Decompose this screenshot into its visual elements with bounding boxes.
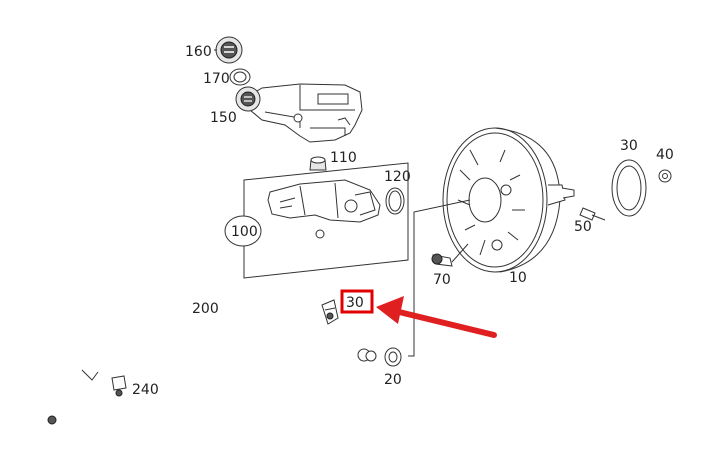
label-40: 40 (656, 147, 674, 163)
vacuum-hose-200 (47, 287, 377, 425)
label-150: 150 (210, 110, 237, 126)
label-100: 100 (231, 224, 258, 240)
label-20: 20 (384, 372, 402, 388)
nut-40 (658, 169, 672, 183)
callout-circle-100 (224, 215, 262, 247)
label-200: 200 (192, 301, 219, 317)
label-30: 30 (620, 138, 638, 154)
o-ring-120 (385, 187, 405, 215)
label-110: 110 (330, 150, 357, 166)
highlight-box (340, 289, 374, 314)
label-240: 240 (132, 382, 159, 398)
label-70: 70 (433, 272, 451, 288)
label-170: 170 (203, 71, 230, 87)
label-10: 10 (509, 270, 527, 286)
brake-booster-10 (442, 127, 575, 273)
grommet-20 (384, 347, 402, 367)
clip-240 (111, 375, 127, 397)
label-160: 160 (185, 44, 212, 60)
label-50: 50 (574, 219, 592, 235)
plug-110 (309, 156, 327, 171)
red-arrow (376, 296, 497, 338)
label-120: 120 (384, 169, 411, 185)
bolt-50 (579, 207, 606, 221)
seal-ring-170 (229, 68, 251, 86)
gasket-30 (611, 159, 647, 217)
brake-fluid-reservoir-150 (235, 83, 363, 143)
label-30-highlighted: 30 (346, 295, 364, 311)
reservoir-cap-160 (215, 36, 243, 64)
bracket-30 (321, 299, 339, 325)
sensor-70 (431, 243, 469, 267)
